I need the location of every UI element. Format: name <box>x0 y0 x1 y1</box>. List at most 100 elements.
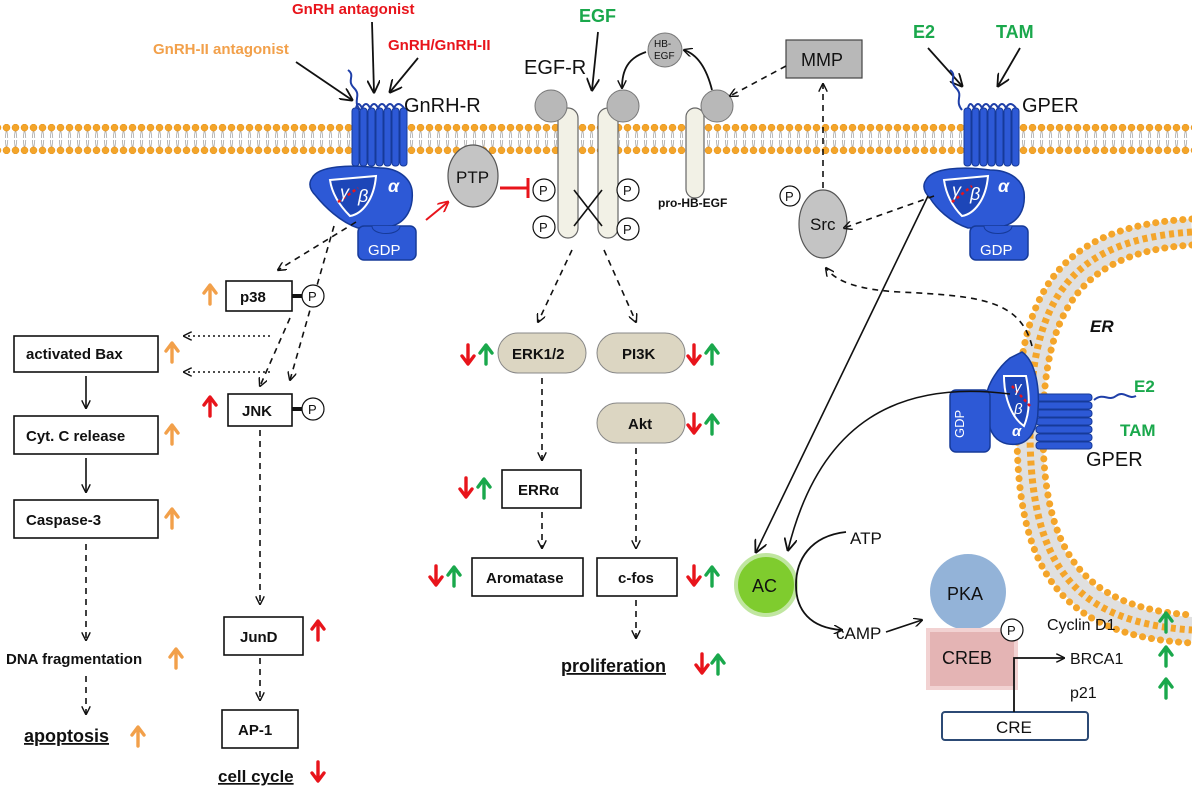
arrow-prohb-to-hb <box>684 50 713 91</box>
src-label: Src <box>810 215 836 234</box>
arrow-egfr-to-pi3k <box>603 249 636 322</box>
pro-hb-egf-label: pro-HB-EGF <box>658 196 727 210</box>
arrow-egfr-to-erk <box>538 249 573 322</box>
proliferation-up-icon <box>710 653 726 676</box>
akt-up-icon <box>704 413 720 436</box>
pi3k-label: PI3K <box>622 346 656 363</box>
ptp-node <box>447 144 499 208</box>
gper-er-label: GPER <box>1086 449 1143 471</box>
pka-label: PKA <box>947 584 983 604</box>
e2-top-label: E2 <box>913 22 935 42</box>
cre-box <box>941 711 1089 741</box>
p-egfr-1: P <box>539 183 548 198</box>
gper-receptor-er <box>1035 393 1137 450</box>
cre-label: CRE <box>996 718 1032 737</box>
gnrh-receptor <box>347 69 408 167</box>
cfos-down-icon <box>686 564 702 587</box>
cell-cycle-label: cell cycle <box>218 767 294 786</box>
caspase3-label: Caspase-3 <box>26 512 101 529</box>
akt-node <box>596 402 686 444</box>
arrow-gnrh2-antagonist <box>295 61 352 100</box>
akt-down-icon <box>686 412 702 435</box>
p38-box <box>225 280 293 312</box>
jund-up-icon <box>310 619 326 642</box>
tam-er-label: TAM <box>1120 421 1156 440</box>
proliferation-down-icon <box>694 652 710 675</box>
activated-bax-label: activated Bax <box>26 346 123 363</box>
egfr-phospho-sites <box>532 178 640 241</box>
arrow-gper-top-to-ac <box>756 195 929 552</box>
aromatase-box <box>471 557 584 597</box>
gnrh-antagonist-label: GnRH antagonist <box>292 1 415 18</box>
cfos-up-icon <box>704 565 720 588</box>
creb-node <box>926 628 1018 690</box>
arrow-gnrh <box>390 57 419 92</box>
gnrh-r-label: GnRH-R <box>404 95 481 117</box>
akt-label: Akt <box>628 416 652 433</box>
arrow-mmp-to-prohb <box>730 65 787 96</box>
alpha-subunit-er: α <box>1012 423 1022 440</box>
beta-subunit-gper: β <box>969 184 980 204</box>
e2-er-label: E2 <box>1134 377 1155 396</box>
jund-label: JunD <box>240 629 278 646</box>
mmp-label: MMP <box>801 50 843 70</box>
arrow-cre-transcription <box>1013 658 1064 712</box>
hb-egf-label-1: HB- <box>654 39 671 50</box>
p-egfr-3: P <box>623 183 632 198</box>
activated-bax-box <box>13 335 159 373</box>
tam-top-label: TAM <box>996 22 1034 42</box>
caspase3-box <box>13 499 159 539</box>
creb-label: CREB <box>942 648 992 668</box>
dna-frag-up-icon <box>168 647 184 670</box>
gdp-label-er: GDP <box>952 410 967 438</box>
cfos-box <box>596 557 678 597</box>
p38-label: p38 <box>240 289 266 306</box>
beta-subunit-er: β <box>1013 401 1023 418</box>
cytc-up-icon <box>164 423 180 446</box>
jnk-label: JNK <box>242 403 272 420</box>
apoptosis-label: apoptosis <box>24 726 109 746</box>
pi3k-down-icon <box>686 343 702 366</box>
alpha-subunit: α <box>388 176 400 196</box>
er-label: ER <box>1090 317 1114 336</box>
erk-node <box>497 332 587 374</box>
gamma-subunit-er: γ <box>1014 379 1023 396</box>
arrow-hb-to-egfr <box>622 51 647 88</box>
erra-down-icon <box>458 476 474 499</box>
aromatase-down-icon <box>428 564 444 587</box>
beta-subunit: β <box>357 186 368 206</box>
gamma-subunit: γ <box>340 182 350 202</box>
src-phospho <box>779 185 801 207</box>
jnk-phospho <box>301 397 325 421</box>
atp-label: ATP <box>850 529 882 548</box>
arrow-p38-to-jnk <box>260 317 291 386</box>
mmp-node <box>785 39 863 79</box>
ptp-inhibits-egfr <box>500 178 530 198</box>
ac-label: AC <box>752 576 777 596</box>
ptp-label: PTP <box>456 168 489 187</box>
arrow-atp-to-camp <box>795 531 847 630</box>
alpha-subunit-gper: α <box>998 176 1010 196</box>
cytc-box <box>13 415 159 455</box>
creb-phospho <box>1000 618 1024 642</box>
p38-phospho <box>301 284 325 308</box>
g-protein-gnrh <box>309 165 417 261</box>
arrow-er-gper-to-src <box>826 268 1033 347</box>
dna-frag-label: DNA fragmentation <box>6 651 142 668</box>
arrow-e2-top <box>927 47 962 86</box>
apoptosis-up-icon <box>130 725 146 748</box>
cytc-label: Cyt. C release <box>26 428 125 445</box>
p-src: P <box>785 189 794 204</box>
arrow-gnrh-antagonist <box>372 21 374 92</box>
brca1-label: BRCA1 <box>1070 651 1123 668</box>
arrow-gper-to-src <box>844 195 935 228</box>
egf-receptor-dimer <box>534 89 640 239</box>
arrow-camp-to-pka <box>885 620 922 633</box>
brca1-up-icon <box>1158 645 1174 668</box>
cell-cycle-down-icon <box>310 760 326 783</box>
cyclin-d1-label: Cyclin D1 <box>1047 617 1116 634</box>
cfos-label: c-fos <box>618 570 654 587</box>
p21-label: p21 <box>1070 685 1097 702</box>
p-creb: P <box>1007 623 1016 638</box>
arrow-egf <box>592 31 598 90</box>
